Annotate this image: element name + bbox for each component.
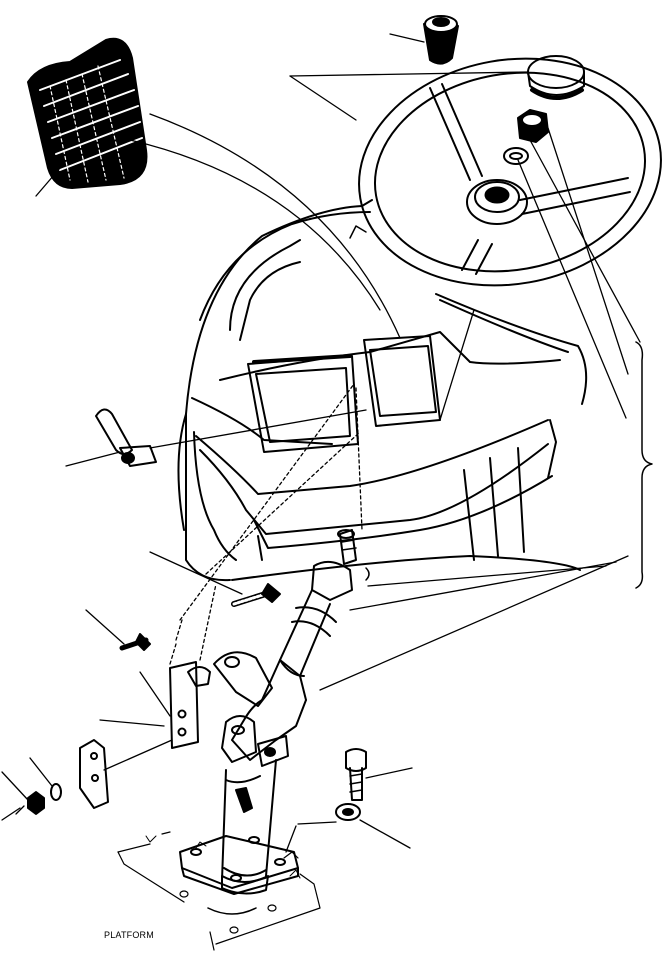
mounting-plate (79, 739, 109, 809)
platform-floor (117, 831, 321, 951)
platform-label: PLATFORM (104, 930, 154, 940)
washer-left (50, 783, 62, 801)
wheel-washer (503, 147, 529, 165)
pedal-pad (27, 35, 148, 189)
bolt-upper (231, 583, 281, 607)
tilt-lever (95, 408, 157, 467)
mounting-bracket-left (169, 661, 211, 749)
column-base-flange (179, 835, 299, 895)
nut-left (27, 791, 45, 815)
cap-screw (345, 748, 367, 801)
steering-column (213, 529, 370, 881)
spinner-knob (423, 15, 459, 65)
steering-wheel (358, 57, 662, 287)
bolt-small (119, 633, 151, 651)
dash-panel (177, 199, 588, 582)
bracket-brace (635, 341, 653, 589)
wheel-nut (517, 109, 549, 143)
horn-cap (527, 55, 585, 100)
cap-screw-washer (335, 803, 361, 821)
leader-lines (1, 33, 641, 853)
